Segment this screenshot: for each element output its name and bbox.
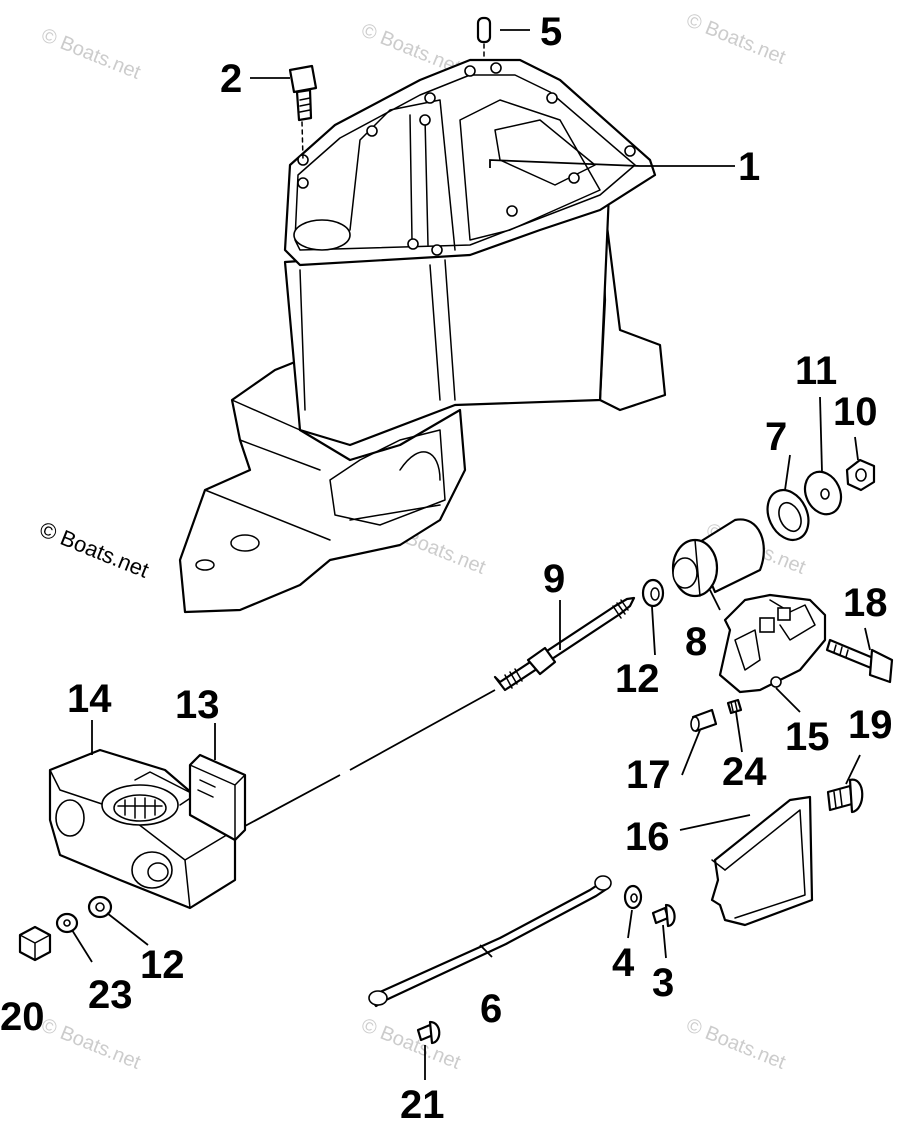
washer-part-12-left	[87, 895, 113, 919]
leader-17	[681, 729, 701, 776]
watermark-top-right: © Boats.net	[683, 9, 789, 69]
flange-bolt-holes	[297, 62, 636, 256]
callout-8: 8	[685, 620, 707, 664]
leader-lines	[71, 29, 871, 1080]
leader-24	[735, 711, 743, 753]
callout-6: 6	[480, 987, 502, 1031]
shift-link-part-6	[368, 875, 612, 1008]
callout-20: 20	[0, 995, 45, 1039]
leader-19	[845, 754, 861, 785]
screw-part-21	[416, 1020, 441, 1045]
shift-bracket-part-15	[718, 593, 827, 694]
watermark-bottom-left: © Boats.net	[38, 1014, 144, 1074]
watermark-top-left: © Boats.net	[38, 24, 144, 84]
leader-23	[71, 929, 93, 963]
assembly-line-14-9	[244, 689, 496, 827]
dowel-pin-part-5	[476, 16, 492, 61]
leader-7	[784, 454, 791, 491]
callout-21: 21	[400, 1083, 445, 1127]
leader-16	[679, 814, 751, 831]
bracket-block-part-14	[48, 748, 237, 910]
cover-plate-part-16	[710, 795, 814, 927]
pad-part-13	[188, 753, 247, 842]
callout-15: 15	[785, 715, 830, 759]
leader-4	[627, 909, 633, 939]
callout-10: 10	[833, 390, 878, 434]
rubber-ring-part-7	[766, 489, 810, 541]
drive-shaft-housing	[178, 58, 667, 614]
callout-16: 16	[625, 815, 670, 859]
watermark-bottom-center: © Boats.net	[358, 1014, 464, 1074]
shift-rod-part-9	[493, 596, 636, 692]
washer-part-11	[803, 470, 843, 516]
leader-12-right	[651, 606, 656, 656]
callout-19: 19	[848, 703, 893, 747]
callout-12-left: 12	[140, 943, 185, 987]
leader-10	[854, 436, 859, 461]
washer-part-4	[623, 884, 643, 910]
set-screw-part-24	[726, 698, 743, 715]
screw-part-3	[651, 903, 676, 928]
leader-6	[479, 944, 493, 958]
screw-part-19	[826, 778, 864, 814]
leader-1	[489, 159, 735, 168]
callout-3: 3	[652, 961, 674, 1005]
callout-9: 9	[543, 557, 565, 601]
callout-4: 4	[612, 941, 635, 985]
watermark-left-dark: © Boats.net	[36, 516, 152, 582]
screw-part-17	[690, 708, 718, 733]
leader-15	[775, 687, 801, 713]
callout-17: 17	[626, 753, 671, 797]
callout-11: 11	[795, 349, 837, 393]
callout-1: 1	[738, 145, 760, 189]
callout-14: 14	[67, 677, 112, 721]
callout-13: 13	[175, 683, 220, 727]
leader-18	[864, 627, 871, 651]
cap-nut-part-20	[18, 925, 52, 962]
callout-12-right: 12	[615, 657, 660, 701]
bushing-part-8	[671, 518, 765, 598]
leader-3	[662, 924, 667, 959]
callout-5: 5	[540, 10, 562, 54]
leader-12-left	[106, 912, 149, 946]
leader-11	[819, 396, 823, 473]
callout-23: 23	[88, 973, 133, 1017]
callout-labels: 1 2 3 4 5 6 7 8 9 10 11 12 12 13 14 15 1…	[0, 10, 893, 1127]
washer-part-12-right	[641, 578, 665, 608]
leader-8	[709, 589, 721, 611]
callout-24: 24	[722, 750, 767, 794]
callout-18: 18	[843, 581, 888, 625]
bolt-part-2	[288, 64, 318, 161]
callout-7: 7	[765, 415, 787, 459]
bolt-part-18	[825, 638, 894, 684]
nut-part-10	[845, 458, 876, 492]
lock-washer-part-23	[55, 912, 79, 934]
callout-2: 2	[220, 57, 242, 101]
watermark-bottom-right: © Boats.net	[683, 1014, 789, 1074]
